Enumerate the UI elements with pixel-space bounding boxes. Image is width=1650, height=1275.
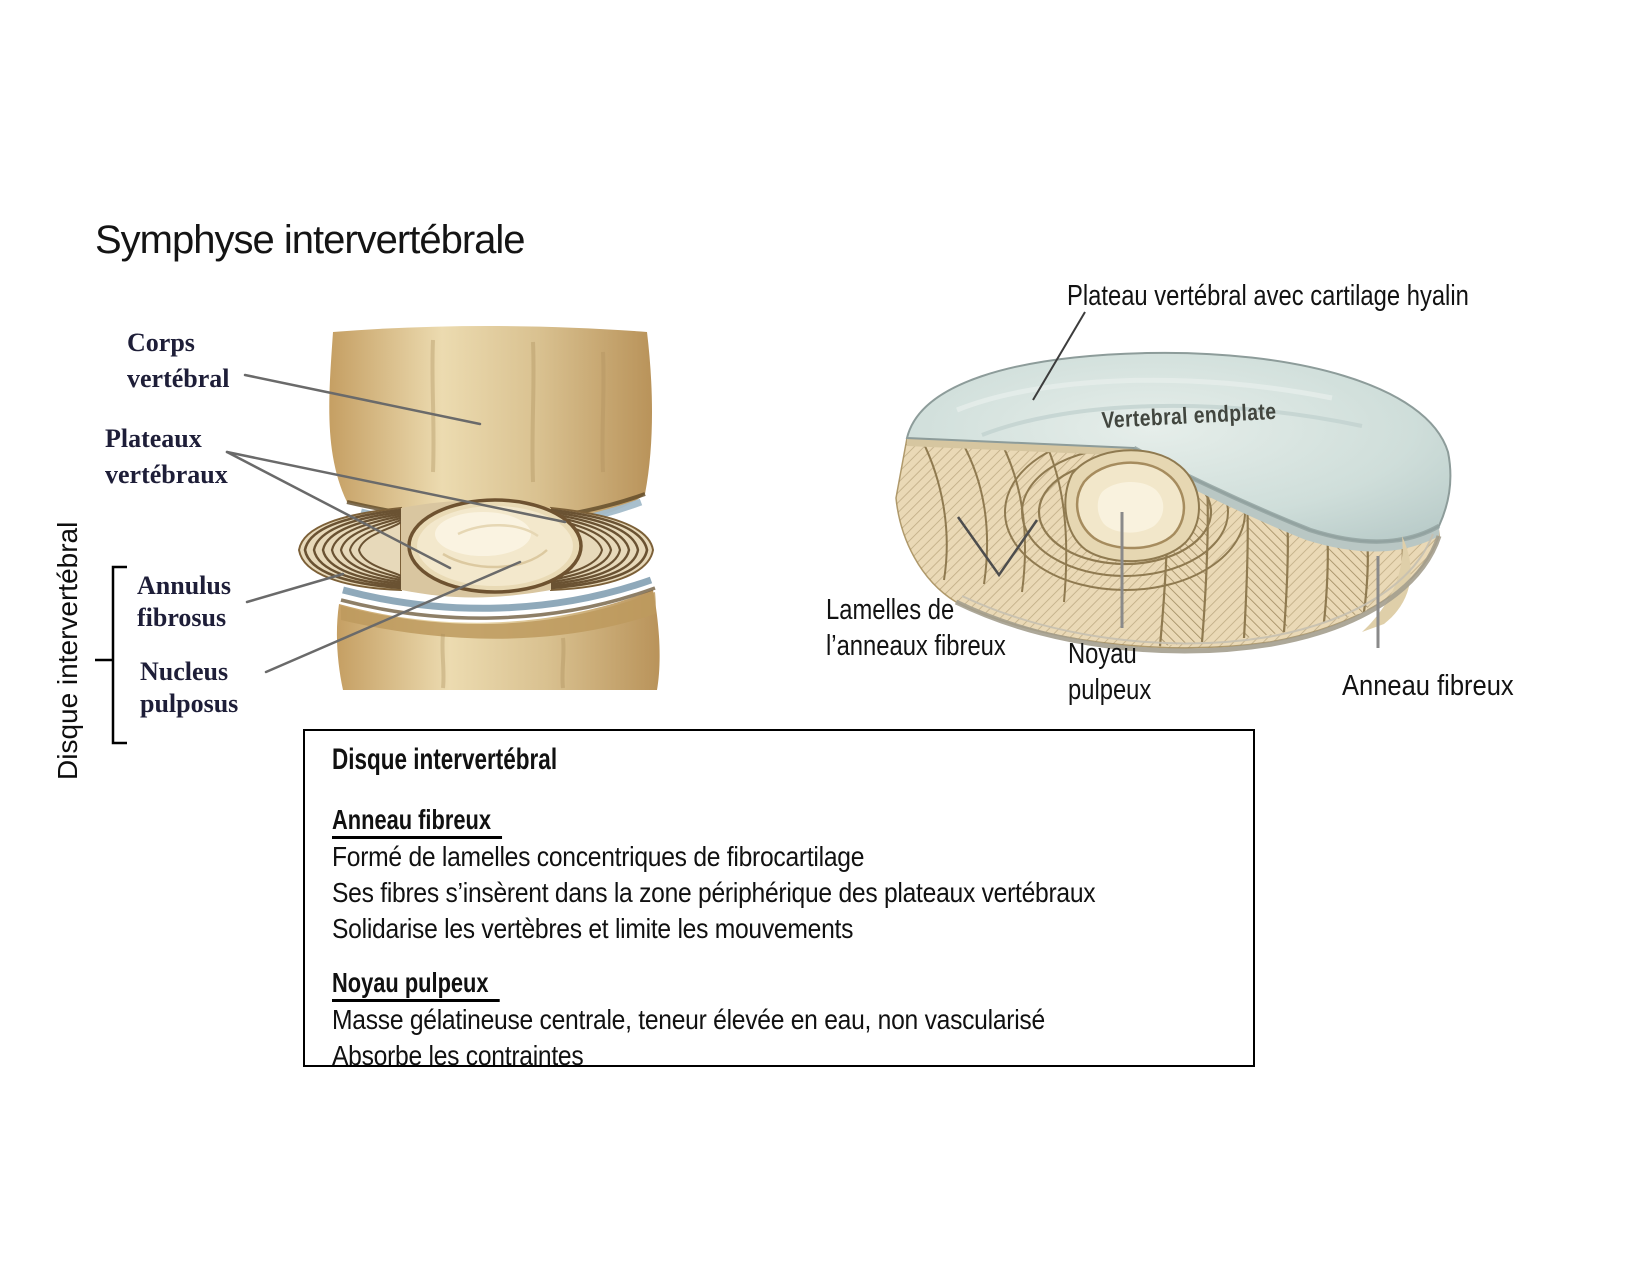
leader-annulus bbox=[245, 572, 345, 604]
label-disque-intervertebral-vertical: Disque intervertébral bbox=[52, 521, 83, 780]
label-nucleus-line2: pulposus bbox=[140, 689, 239, 718]
label-plateau-cartilage-hyalin: Plateau vertébral avec cartilage hyalin bbox=[1067, 280, 1469, 312]
section-anneau-heading: Anneau fibreux bbox=[332, 803, 502, 839]
page-title: Symphyse intervertébrale bbox=[95, 218, 526, 262]
label-lamelles-line1: Lamelles de bbox=[826, 594, 955, 626]
label-annulus-fibrosus: Annulus fibrosus bbox=[137, 570, 231, 634]
section-anneau-fibreux: Anneau fibreux bbox=[332, 803, 1233, 839]
label-plateaux-line1: Plateaux bbox=[105, 424, 202, 453]
lower-vertebral-body bbox=[336, 576, 660, 690]
info-box-title: Disque intervertébral bbox=[332, 743, 558, 776]
label-noyau-pulpeux: Noyau pulpeux bbox=[1068, 636, 1151, 708]
disque-bracket bbox=[95, 565, 127, 745]
vertebral-endplate-surface: Vertebral endplate bbox=[905, 351, 1452, 552]
label-corps-vertebral: Corps vertébral bbox=[127, 325, 230, 397]
anneau-line-2: Ses fibres s’insèrent dans la zone périp… bbox=[332, 877, 1096, 908]
label-lamelles-anneaux: Lamelles de l’anneaux fibreux bbox=[826, 592, 1006, 664]
leader-plateaux-1 bbox=[225, 450, 567, 524]
label-annulus-line2: fibrosus bbox=[137, 603, 227, 632]
disc-annulus-left bbox=[297, 506, 402, 592]
label-plateaux-vertebraux: Plateaux vertébraux bbox=[105, 421, 228, 493]
label-lamelles-line2: l’anneaux fibreux bbox=[826, 630, 1006, 662]
anneau-line-1: Formé de lamelles concentriques de fibro… bbox=[332, 841, 865, 872]
label-corps-line1: Corps bbox=[127, 328, 195, 357]
label-plateaux-line2: vertébraux bbox=[105, 460, 228, 489]
label-corps-line2: vertébral bbox=[127, 364, 230, 393]
label-noyau-line2: pulpeux bbox=[1068, 674, 1152, 706]
leader-nucleus bbox=[264, 560, 522, 674]
disc-nucleus bbox=[401, 498, 583, 598]
nucleus-pulposus-blob bbox=[1064, 449, 1200, 563]
label-noyau-line1: Noyau bbox=[1068, 638, 1137, 670]
leader-plateau-hyalin bbox=[1032, 311, 1086, 401]
left-disc-illustration bbox=[297, 326, 660, 690]
leader-plateaux-2 bbox=[225, 450, 452, 570]
label-annulus-line1: Annulus bbox=[137, 571, 231, 600]
section-noyau-heading: Noyau pulpeux bbox=[332, 966, 500, 1002]
leader-lamelles-v bbox=[956, 516, 1039, 578]
noyau-line-1: Masse gélatineuse centrale, teneur élevé… bbox=[332, 1004, 1045, 1035]
noyau-line-2: Absorbe les contraintes bbox=[332, 1040, 584, 1071]
right-disc-cutaway-illustration: Vertebral endplate bbox=[895, 351, 1452, 654]
label-anneau-fibreux: Anneau fibreux bbox=[1342, 670, 1514, 702]
outer-rim bbox=[954, 533, 1442, 654]
anneau-line-3: Solidarise les vertèbres et limite les m… bbox=[332, 913, 854, 944]
label-nucleus-pulposus: Nucleus pulposus bbox=[140, 656, 238, 720]
label-nucleus-line1: Nucleus bbox=[140, 657, 229, 686]
leader-corps-vertebral bbox=[243, 373, 482, 426]
section-noyau-pulpeux: Noyau pulpeux bbox=[332, 966, 1233, 1002]
info-box-disque-intervertebral: Disque intervertébral Anneau fibreux For… bbox=[303, 729, 1255, 1071]
